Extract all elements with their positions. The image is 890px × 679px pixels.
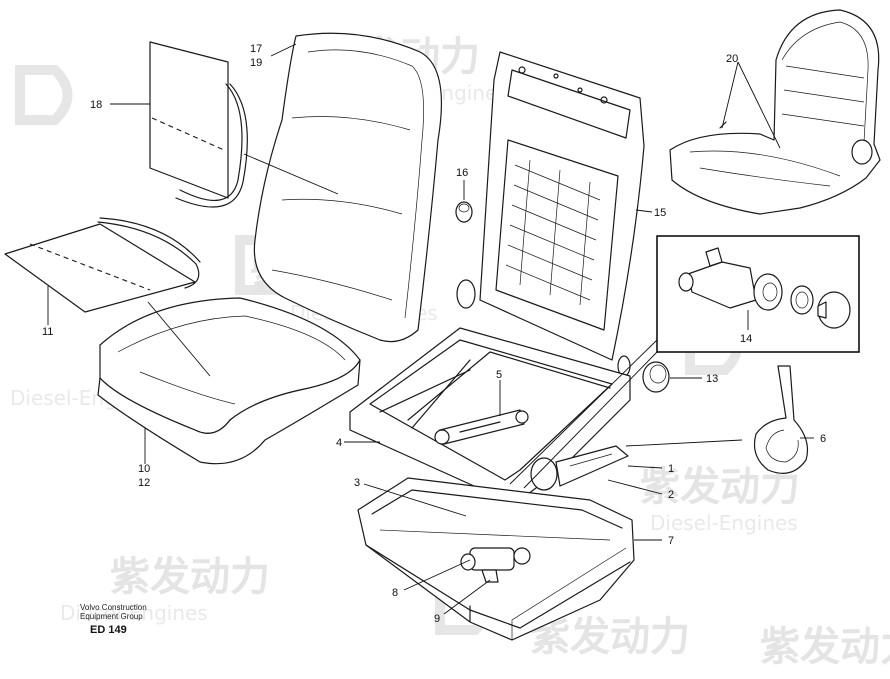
callout-6: 6	[820, 433, 826, 445]
knob-part-13	[642, 361, 670, 393]
knob-part-16	[455, 201, 473, 223]
backrest-cushion-part-17	[253, 32, 443, 343]
callout-12: 12	[138, 477, 150, 489]
callout-1: 1	[668, 463, 674, 475]
watermark-subtitle: Diesel-Engines	[650, 511, 798, 535]
callout-19: 19	[250, 57, 262, 69]
callout-11: 11	[42, 326, 53, 338]
callout-17: 17	[250, 43, 262, 55]
valve-part-8	[460, 547, 531, 583]
callout-10: 10	[138, 463, 150, 475]
watermark-brand: 紫发动力	[110, 554, 270, 600]
callout-16: 16	[456, 167, 468, 179]
seat-cushion-part-10	[97, 297, 361, 465]
cover-sheet-part-18	[149, 41, 248, 208]
watermark-subtitle: Diesel-Engines	[60, 601, 208, 625]
shock-absorber-part-5	[434, 409, 529, 445]
callout-labels: 17 19 18 11 10 12 16 15 20 14 13 5 4 6 1…	[42, 43, 826, 625]
credit-line-2: Equipment Group	[80, 612, 143, 621]
detail-inset-part-14	[656, 235, 860, 353]
cable-tie-part-6	[753, 365, 809, 474]
height-adjust-knob	[530, 445, 629, 491]
seat-frame-part-4	[349, 327, 631, 501]
drawing-code: ED 149	[90, 624, 127, 636]
callout-5: 5	[496, 369, 502, 381]
callout-3: 3	[354, 477, 360, 489]
watermark-brand: 紫发动力	[530, 614, 690, 660]
callout-9: 9	[434, 613, 440, 625]
credit-line-1: Volvo Construction	[80, 603, 147, 612]
backrest-frame-part-15	[479, 51, 645, 361]
callout-15: 15	[654, 207, 666, 219]
callout-14: 14	[740, 333, 752, 345]
callout-8: 8	[392, 587, 398, 599]
credit-block: Volvo Construction Equipment Group ED 14…	[80, 603, 147, 636]
callout-20: 20	[726, 53, 738, 65]
callout-2: 2	[668, 489, 674, 501]
callout-18: 18	[90, 99, 102, 111]
recline-knob	[456, 279, 631, 377]
callout-4: 4	[336, 437, 342, 449]
complete-seat-part-20	[669, 9, 881, 215]
cover-sheet-part-11	[4, 217, 201, 313]
callout-13: 13	[706, 373, 718, 385]
leader-lines	[47, 43, 814, 615]
callout-7: 7	[668, 535, 674, 547]
watermark-brand: 紫发动力	[760, 624, 890, 670]
